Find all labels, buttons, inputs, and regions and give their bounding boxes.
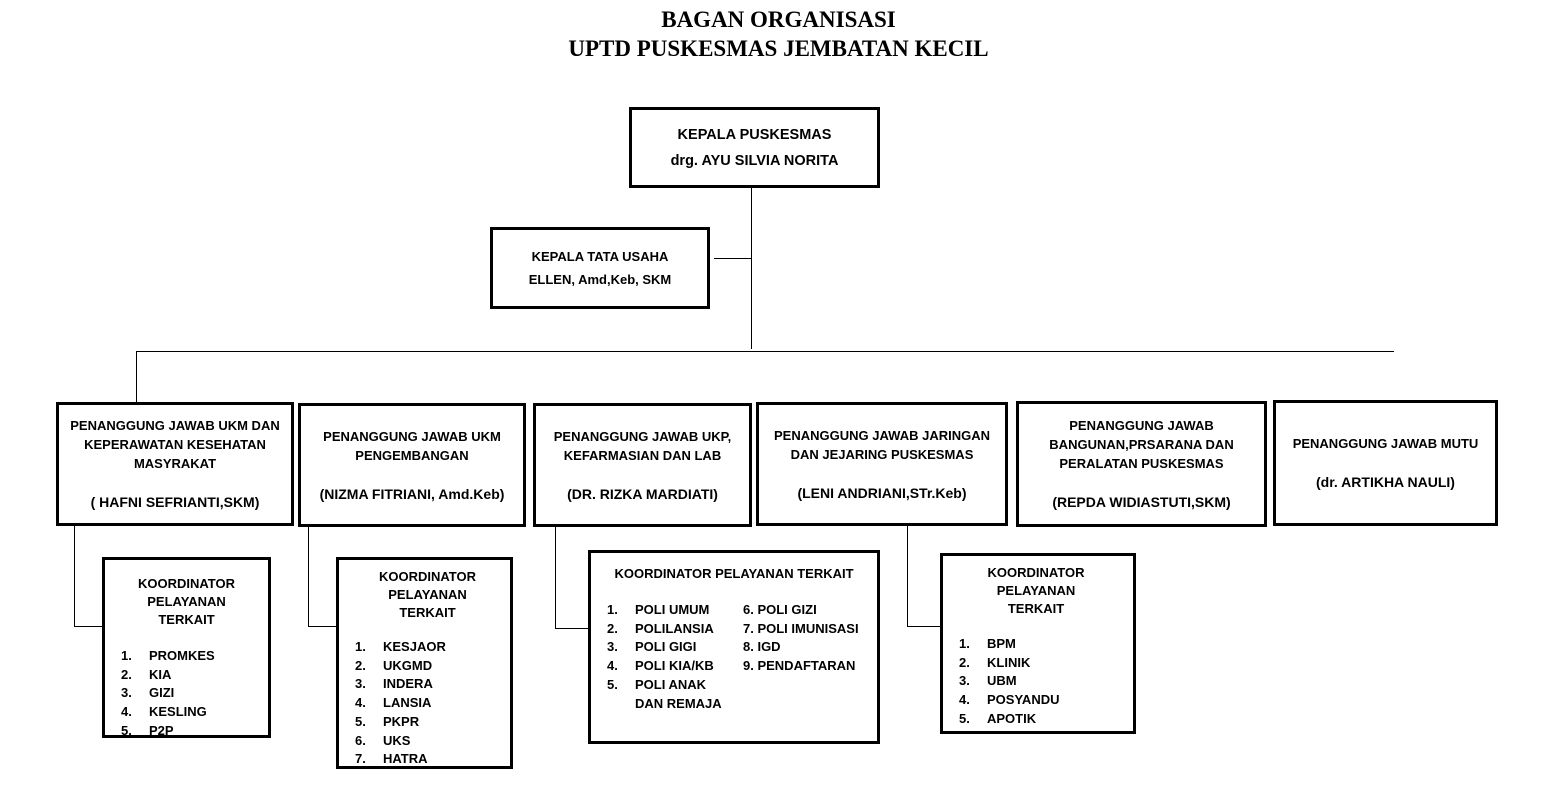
- list-item: 7.HATRA: [355, 751, 428, 767]
- pj-person: (NIZMA FITRIANI, Amd.Keb): [319, 485, 505, 502]
- connector-horizontal-bus: [136, 351, 1394, 352]
- list-item: 3.GIZI: [121, 685, 175, 701]
- list-item: 1.POLI UMUM: [607, 602, 710, 617]
- list-item: 9. PENDAFTARAN: [743, 658, 856, 674]
- pj-person: (DR. RIZKA MARDIATI): [567, 485, 718, 502]
- list-item: 5.APOTIK: [959, 710, 1037, 726]
- pj-label: PENANGGUNG JAWAB UKP, KEFARMASIAN DAN LA…: [553, 428, 732, 463]
- pj-ukp-kefarmasian-box: PENANGGUNG JAWAB UKP, KEFARMASIAN DAN LA…: [533, 403, 752, 527]
- pj-label: PENANGGUNG JAWAB JARINGAN DAN JEJARING P…: [774, 427, 990, 462]
- connector-bus-to-pj1: [136, 351, 137, 403]
- list-item: 5.PKPR: [355, 713, 420, 729]
- list-item: 6. POLI GIZI: [743, 602, 817, 617]
- kepala-tata-usaha-box: KEPALA TATA USAHA ELLEN, Amd,Keb, SKM: [490, 227, 710, 309]
- koordinator-list: 1.PROMKES 2.KIA 3.GIZI 4.KESLING 5.P2P: [121, 647, 260, 741]
- pj-bangunan-prasarana-box: PENANGGUNG JAWAB BANGUNAN,PRSARANA DAN P…: [1016, 401, 1267, 527]
- pj-mutu-box: PENANGGUNG JAWAB MUTU (dr. ARTIKHA NAULI…: [1273, 400, 1498, 526]
- connector-pj2-koordinator-v: [308, 525, 309, 627]
- connector-tata-usaha: [714, 258, 752, 259]
- list-item: 7. POLI IMUNISASI: [743, 620, 859, 636]
- pj-person: ( HAFNI SEFRIANTI,SKM): [90, 494, 260, 510]
- pj-label: PENANGGUNG JAWAB UKM DAN KEPERAWATAN KES…: [70, 418, 280, 471]
- list-item: 8. IGD: [743, 639, 781, 655]
- kepala-puskesmas-name: drg. AYU SILVIA NORITA: [670, 152, 839, 169]
- pj-label: PENANGGUNG JAWAB UKM PENGEMBANGAN: [323, 428, 501, 463]
- pj-jaringan-jejaring-box: PENANGGUNG JAWAB JARINGAN DAN JEJARING P…: [756, 402, 1008, 526]
- connector-pj3-koordinator-v: [555, 526, 556, 629]
- list-item: 4.LANSIA: [355, 695, 432, 711]
- list-item: 4.KESLING: [121, 704, 207, 720]
- connector-kepala-down: [751, 186, 752, 349]
- connector-pj4-koordinator-v: [907, 525, 908, 627]
- connector-pj4-koordinator-h: [907, 626, 942, 627]
- list-item: 6.UKS: [355, 732, 411, 748]
- koordinator-list: 1.BPM 2.KLINIK 3.UBM 4.POSYANDU 5.APOTIK: [959, 635, 1123, 729]
- list-item: 3.UBM: [959, 673, 1017, 689]
- koordinator-list-right: 6. POLI GIZI 7. POLI IMUNISASI 8. IGD 9.…: [743, 601, 859, 713]
- list-item: 3.INDERA: [355, 676, 433, 692]
- koordinator-ukm-pengembangan-box: KOORDINATOR PELAYANAN TERKAIT 1.KESJAOR …: [336, 557, 513, 769]
- koordinator-ukm-box: KOORDINATOR PELAYANAN TERKAIT 1.PROMKES …: [102, 557, 271, 738]
- pj-label: PENANGGUNG JAWAB BANGUNAN,PRSARANA DAN P…: [1049, 418, 1234, 471]
- connector-pj3-koordinator-h: [555, 628, 590, 629]
- list-item: 5.POLI ANAK: [607, 676, 707, 692]
- pj-label: PENANGGUNG JAWAB MUTU: [1292, 436, 1479, 451]
- chart-title-line1: BAGAN ORGANISASI: [661, 7, 896, 32]
- list-item: 1.BPM: [959, 636, 1016, 651]
- list-item: 2.KLINIK: [959, 654, 1031, 670]
- koordinator-jaringan-box: KOORDINATOR PELAYANAN TERKAIT 1.BPM 2.KL…: [940, 553, 1136, 734]
- koordinator-title: KOORDINATOR PELAYANAN TERKAIT: [614, 566, 854, 581]
- list-item: 2.KIA: [121, 666, 172, 682]
- pj-person: (dr. ARTIKHA NAULI): [1316, 474, 1455, 490]
- list-item: 2.UKGMD: [355, 657, 433, 673]
- list-item: 4.POSYANDU: [959, 692, 1060, 708]
- pj-person: (LENI ANDRIANI,STr.Keb): [797, 484, 967, 501]
- connector-pj2-koordinator-h: [308, 626, 338, 627]
- koordinator-title: KOORDINATOR PELAYANAN TERKAIT: [987, 565, 1085, 616]
- koordinator-list: 1.KESJAOR 2.UKGMD 3.INDERA 4.LANSIA 5.PK…: [355, 638, 500, 769]
- list-item: 3.POLI GIGI: [607, 639, 697, 655]
- chart-title-line2: UPTD PUSKESMAS JEMBATAN KECIL: [568, 36, 989, 61]
- kepala-tata-usaha-name: ELLEN, Amd,Keb, SKM: [528, 272, 672, 287]
- pj-person: (REPDA WIDIASTUTI,SKM): [1052, 494, 1231, 510]
- pj-ukm-keperawatan-box: PENANGGUNG JAWAB UKM DAN KEPERAWATAN KES…: [56, 402, 294, 526]
- koordinator-title: KOORDINATOR PELAYANAN TERKAIT: [137, 576, 236, 627]
- list-item: 1.KESJAOR: [355, 639, 446, 654]
- list-item: DAN REMAJA: [635, 695, 722, 711]
- list-item: 2.POLILANSIA: [607, 620, 714, 636]
- kepala-tata-usaha-role: KEPALA TATA USAHA: [531, 249, 669, 264]
- connector-pj1-koordinator-h: [74, 626, 104, 627]
- pj-ukm-pengembangan-box: PENANGGUNG JAWAB UKM PENGEMBANGAN (NIZMA…: [298, 403, 526, 527]
- koordinator-title: KOORDINATOR PELAYANAN TERKAIT: [378, 569, 477, 620]
- kepala-puskesmas-box: KEPALA PUSKESMAS drg. AYU SILVIA NORITA: [629, 107, 880, 188]
- list-item: 1.PROMKES: [121, 648, 215, 663]
- kepala-puskesmas-role: KEPALA PUSKESMAS: [677, 126, 832, 143]
- connector-pj1-koordinator-v: [74, 525, 75, 627]
- list-item: 5.P2P: [121, 722, 174, 738]
- list-item: 4.POLI KIA/KB: [607, 658, 714, 674]
- koordinator-list-left: 1.POLI UMUM 2.POLILANSIA 3.POLI GIGI 4.P…: [607, 601, 743, 713]
- koordinator-ukp-box: KOORDINATOR PELAYANAN TERKAIT 1.POLI UMU…: [588, 550, 880, 744]
